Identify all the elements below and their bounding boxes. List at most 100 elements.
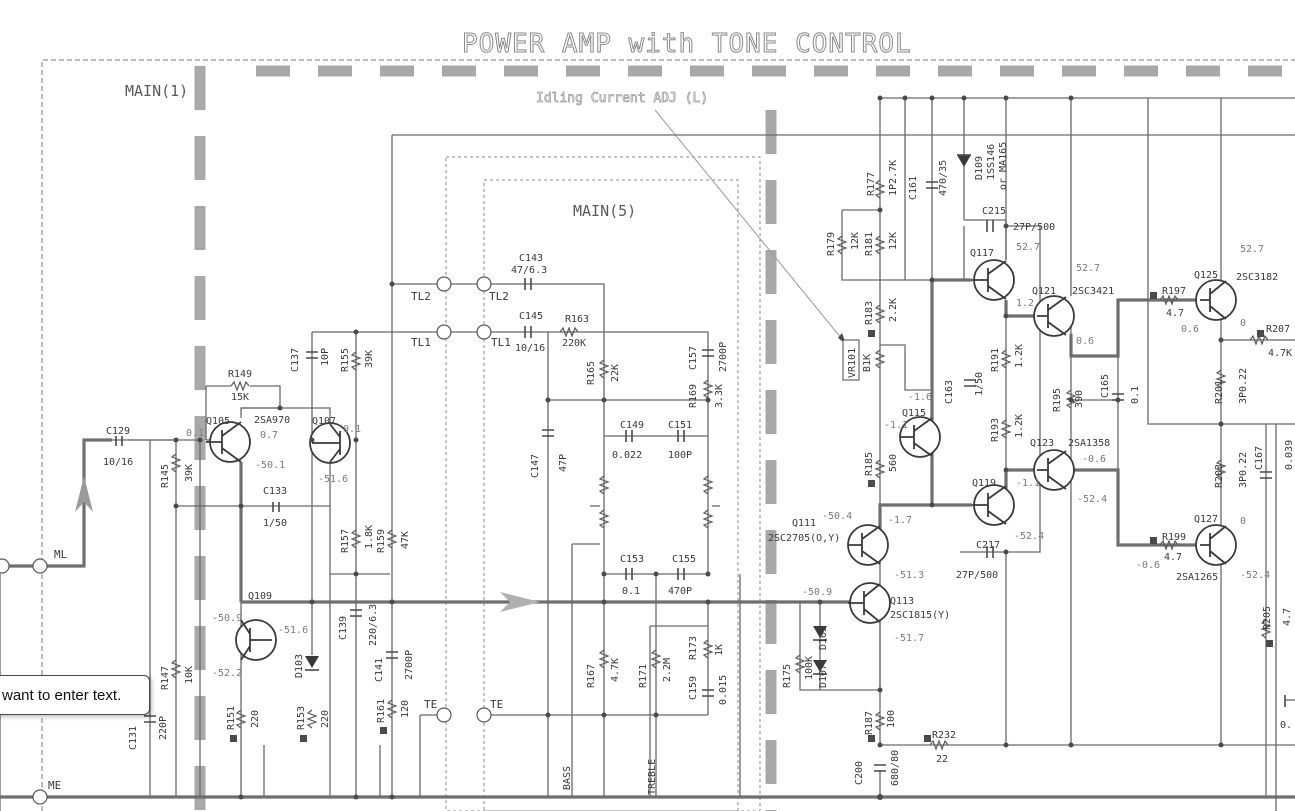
value-c133: 1/50: [263, 518, 287, 529]
label-q109: Q109: [248, 591, 272, 602]
idling-adjust-leader: [654, 109, 847, 345]
value-c163: 1/50: [974, 372, 985, 396]
label-q125: Q125: [1194, 270, 1218, 281]
label-r151: R151: [226, 706, 237, 730]
label-r195: R195: [1052, 388, 1063, 412]
label-r201: R201: [1214, 380, 1225, 404]
transistor-q119: [972, 484, 1015, 526]
transistor-q111: [847, 524, 889, 566]
value-r175: 100K: [804, 656, 815, 680]
label-d105: D105: [818, 626, 829, 650]
value-c167: 0.039: [1284, 440, 1295, 470]
part-q127: 2SA1265: [1176, 572, 1218, 583]
label-r179: R179: [826, 232, 837, 256]
value-r203: 3P0.22: [1238, 452, 1249, 488]
volt-q109-c: -52.2: [212, 668, 242, 679]
label-d109: D109: [974, 156, 985, 180]
label-c145: C145: [519, 311, 543, 322]
value-r207: 4.7K: [1268, 348, 1292, 359]
label-c139: C139: [338, 616, 349, 640]
volt-q115-c: -1.6: [908, 392, 932, 403]
voltage-readings: 0.1 0.7 0.1 -50.1 -51.6 -50.9 -51.6 -52.…: [186, 242, 1270, 679]
component-labels: C129 10/16 R145 39K R147 10K C131 220P R…: [103, 142, 1295, 786]
value-d109-alt: or MA165: [998, 142, 1009, 190]
label-c155: C155: [672, 554, 696, 565]
transistor-q105: [206, 421, 251, 463]
label-c167: C167: [1254, 446, 1265, 470]
label-c151: C151: [668, 420, 692, 431]
value-r205: 4.7: [1282, 608, 1293, 626]
label-r207: R207: [1266, 324, 1290, 335]
value-c165: 0.1: [1130, 386, 1141, 404]
value-c139: 220/6.3: [368, 604, 379, 646]
value-c217: 27P/500: [956, 570, 998, 581]
value-c151: 100P: [668, 450, 692, 461]
label-c161: C161: [908, 176, 919, 200]
label-q113: Q113: [890, 596, 914, 607]
volt-q127-b: -0.6: [1136, 560, 1160, 571]
label-r167: R167: [586, 664, 597, 688]
value-r151: 220: [250, 710, 261, 728]
volt-q107-c: -51.6: [318, 474, 348, 485]
value-r199: 4.7: [1164, 552, 1182, 563]
text-entry-tooltip: want to enter text.: [0, 675, 150, 715]
label-r171: R171: [638, 664, 649, 688]
volt-q109-b: -51.6: [278, 625, 308, 636]
label-c159: C159: [688, 676, 699, 700]
value-c155: 470P: [668, 586, 692, 597]
part-q125: 2SC3182: [1236, 272, 1278, 283]
value-r187: 100: [886, 710, 897, 728]
part-q105: 2SA970: [254, 415, 290, 426]
value-r185: 560: [888, 454, 899, 472]
value-r161: 120: [400, 700, 411, 718]
transistor-q107: [309, 422, 351, 464]
value-c161: 470/35: [938, 160, 949, 196]
value-c129: 10/16: [103, 457, 133, 468]
label-te-b: TE: [490, 698, 503, 711]
label-q115: Q115: [902, 408, 926, 419]
diodes: [305, 154, 971, 675]
label-c143: C143: [519, 253, 543, 264]
value-c145: 10/16: [515, 343, 545, 354]
label-r203: R203: [1214, 464, 1225, 488]
label-te-a: TE: [424, 698, 437, 711]
value-r155: 39K: [364, 350, 375, 368]
label-treble: TREBLE: [647, 759, 658, 795]
value-c141: 2700P: [404, 650, 415, 680]
label-r149: R149: [228, 369, 252, 380]
terminal-circles: [0, 276, 492, 805]
value-r181: 12K: [888, 232, 899, 250]
value-c149: 0.022: [612, 450, 642, 461]
label-c217: C217: [976, 540, 1000, 551]
label-r185: R185: [864, 452, 875, 476]
volt-q123-e: -0.6: [1082, 454, 1106, 465]
volt-q111-e: -1.7: [888, 515, 912, 526]
transistor-q109: [235, 619, 277, 661]
label-r145: R145: [160, 464, 171, 488]
volt-q127-e: 0: [1240, 516, 1246, 527]
label-r155: R155: [340, 348, 351, 372]
value-r149: 15K: [231, 392, 249, 403]
value-c147: 47P: [558, 454, 569, 472]
label-r181: R181: [864, 232, 875, 256]
value-r197: 4.7: [1166, 308, 1184, 319]
value-r153: 220: [320, 710, 331, 728]
volt-q115-b: -1.1: [884, 420, 908, 431]
transistor-q121: [1033, 295, 1075, 337]
label-r157: R157: [340, 529, 351, 553]
resistors: [170, 179, 1272, 751]
label-bass: BASS: [562, 766, 573, 790]
signal-flow-arrow-right: [500, 592, 540, 612]
diagram-title: POWER AMP with TONE CONTROL: [462, 29, 912, 59]
idling-adjust-note: Idling Current ADJ (L): [536, 91, 708, 106]
label-q123: Q123: [1030, 438, 1054, 449]
value-c143: 47/6.3: [511, 265, 547, 276]
label-c147: C147: [530, 454, 541, 478]
label-q127: Q127: [1194, 514, 1218, 525]
volt-q121-e: 0.6: [1076, 336, 1094, 347]
volt-q109-e: -50.9: [212, 613, 242, 624]
transistor-q115: [899, 416, 941, 458]
volt-q113-b: -51.7: [894, 633, 924, 644]
value-r195: 390: [1074, 390, 1085, 408]
volt-q107: 0.1: [343, 424, 361, 435]
